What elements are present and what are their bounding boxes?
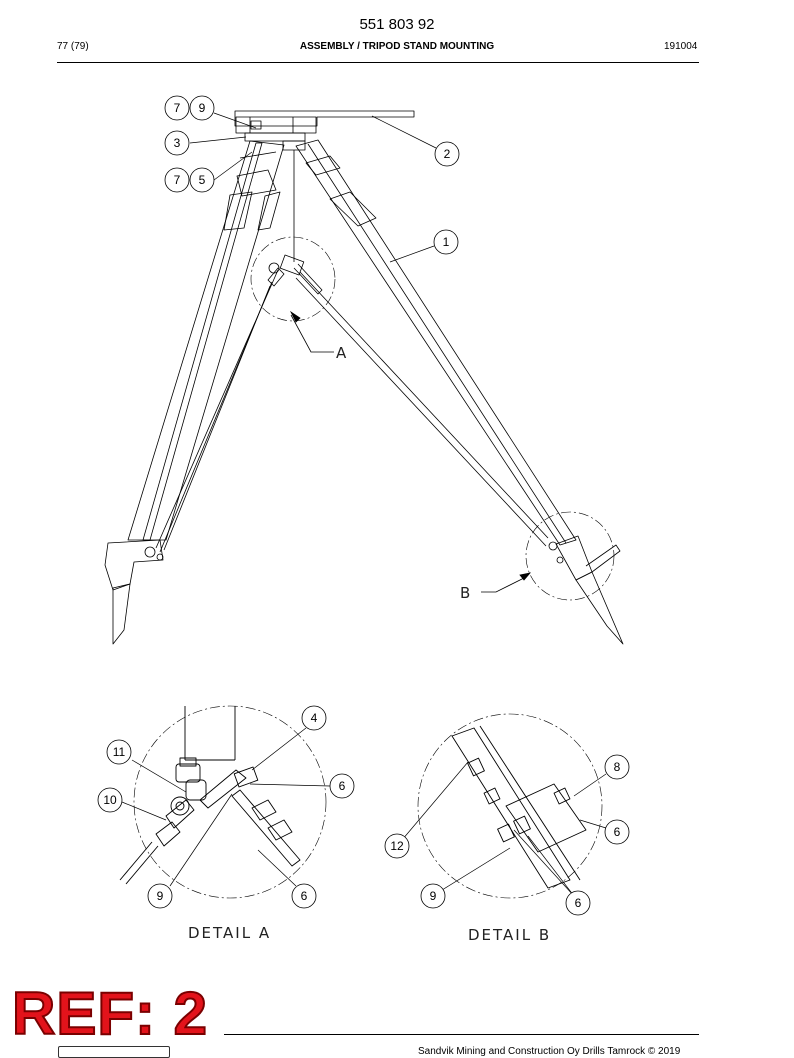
detail-b-callout-6-bottom: 6 (565, 890, 591, 916)
callout-7-top: 7 (164, 95, 190, 121)
detail-a-marker: A (336, 344, 347, 362)
detail-a-callout-10: 10 (97, 787, 123, 813)
svg-text:4: 4 (311, 711, 318, 725)
detail-b-marker: B (460, 584, 470, 602)
detail-b-caption: DETAIL B (468, 926, 551, 944)
svg-text:12: 12 (390, 839, 404, 853)
svg-text:1: 1 (443, 235, 450, 249)
callout-7-lower: 7 (164, 167, 190, 193)
svg-text:11: 11 (113, 745, 126, 759)
detail-b-callout-6-right: 6 (604, 819, 630, 845)
callout-1: 1 (433, 229, 459, 255)
svg-text:7: 7 (174, 101, 181, 115)
svg-text:7: 7 (174, 173, 181, 187)
svg-text:10: 10 (103, 793, 117, 807)
page-number: 77 (79) (57, 41, 89, 52)
document-number: 551 803 92 (359, 16, 435, 33)
svg-text:2: 2 (444, 147, 451, 161)
detail-b-callout-8: 8 (604, 754, 630, 780)
detail-a-callout-6-bottom: 6 (291, 883, 317, 909)
ref-stamp: REF: 2 (11, 980, 209, 1047)
detail-a-caption: DETAIL A (188, 924, 271, 942)
footer-rule (224, 1034, 699, 1035)
detail-a-callout-4: 4 (301, 705, 327, 731)
detail-a-callout-11: 11 (106, 739, 132, 765)
detail-b-callout-12: 12 (384, 833, 410, 859)
document-date: 191004 (664, 41, 698, 52)
header-rule (57, 62, 699, 63)
footer-copyright: Sandvik Mining and Construction Oy Drill… (418, 1046, 681, 1057)
detail-b-drawing (451, 725, 587, 889)
tripod-main-view (104, 110, 624, 645)
svg-text:9: 9 (199, 101, 206, 115)
svg-text:6: 6 (575, 896, 582, 910)
detail-markers (289, 310, 532, 593)
svg-text:9: 9 (430, 889, 437, 903)
logo-bar (58, 1046, 170, 1058)
svg-text:6: 6 (339, 779, 346, 793)
callout-5: 5 (189, 167, 215, 193)
detail-b-callout-9: 9 (420, 883, 446, 909)
detail-a-callout-6-right: 6 (329, 773, 355, 799)
svg-text:5: 5 (199, 173, 206, 187)
svg-text:6: 6 (301, 889, 308, 903)
detail-circles (133, 236, 615, 899)
callout-9-top: 9 (189, 95, 215, 121)
callout-2: 2 (434, 141, 460, 167)
leader-lines (121, 112, 607, 897)
detail-a-callout-9: 9 (147, 883, 173, 909)
callout-3: 3 (164, 130, 190, 156)
document-title: ASSEMBLY / TRIPOD STAND MOUNTING (299, 41, 495, 52)
svg-text:3: 3 (174, 136, 181, 150)
svg-text:8: 8 (614, 760, 621, 774)
svg-text:9: 9 (157, 889, 164, 903)
detail-a-drawing (119, 706, 301, 885)
svg-text:6: 6 (614, 825, 621, 839)
